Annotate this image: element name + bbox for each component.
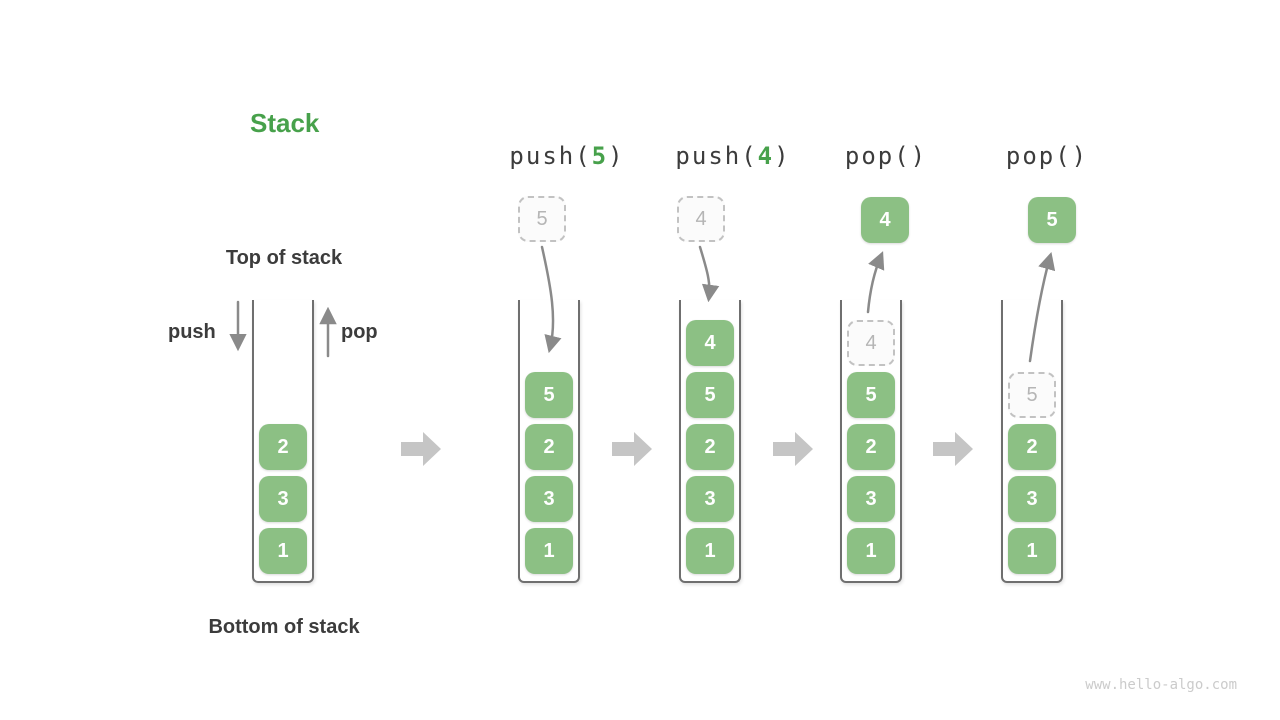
bottom-of-stack-label: Bottom of stack [208, 616, 360, 638]
stack-cell: 5 [686, 372, 734, 418]
ghost-cell: 5 [1008, 372, 1056, 418]
stack-cell: 3 [847, 476, 895, 522]
op-prefix: push( [509, 142, 592, 170]
stack-cell: 1 [259, 528, 307, 574]
stack-cell: 2 [686, 424, 734, 470]
op-prefix: push( [675, 142, 758, 170]
op-suffix: ) [774, 142, 791, 170]
popped-value-box: 4 [861, 197, 909, 243]
page-title: Stack [250, 108, 320, 138]
stack-cell: 3 [686, 476, 734, 522]
ghost-cell: 4 [847, 320, 895, 366]
push-4-curve-arrow-icon [698, 245, 720, 303]
stack-cell: 4 [686, 320, 734, 366]
stack-cell: 2 [1008, 424, 1056, 470]
stack-cell: 3 [525, 476, 573, 522]
stack-cell: 3 [259, 476, 307, 522]
stack-cell: 2 [847, 424, 895, 470]
top-of-stack-label: Top of stack [225, 247, 343, 269]
stack-cell: 1 [686, 528, 734, 574]
stack-cell: 5 [525, 372, 573, 418]
operation-label-pop-2: pop() [1006, 142, 1088, 170]
stack-cell: 1 [847, 528, 895, 574]
transition-arrow-icon [401, 432, 441, 466]
transition-arrow-icon [933, 432, 973, 466]
op-arg: 5 [591, 142, 609, 170]
stack-cell: 1 [525, 528, 573, 574]
pop-label: pop [341, 321, 378, 343]
operation-label-push-4: push(4) [675, 142, 790, 170]
stack-cell: 2 [525, 424, 573, 470]
push-label: push [168, 321, 216, 343]
stack-cell: 2 [259, 424, 307, 470]
op-suffix: ) [608, 142, 625, 170]
incoming-value-box: 5 [518, 196, 566, 242]
transition-arrow-icon [773, 432, 813, 466]
op-prefix: pop() [1005, 142, 1089, 170]
op-arg: 4 [757, 142, 775, 170]
operation-label-push-5: push(5) [509, 142, 624, 170]
stack-cell: 3 [1008, 476, 1056, 522]
transition-arrow-icon [612, 432, 652, 466]
op-prefix: pop() [844, 142, 928, 170]
stack-cell: 1 [1008, 528, 1056, 574]
incoming-value-box: 4 [677, 196, 725, 242]
operation-label-pop-1: pop() [845, 142, 927, 170]
stack-cell: 5 [847, 372, 895, 418]
watermark: www.hello-algo.com [1085, 677, 1237, 693]
popped-value-box: 5 [1028, 197, 1076, 243]
